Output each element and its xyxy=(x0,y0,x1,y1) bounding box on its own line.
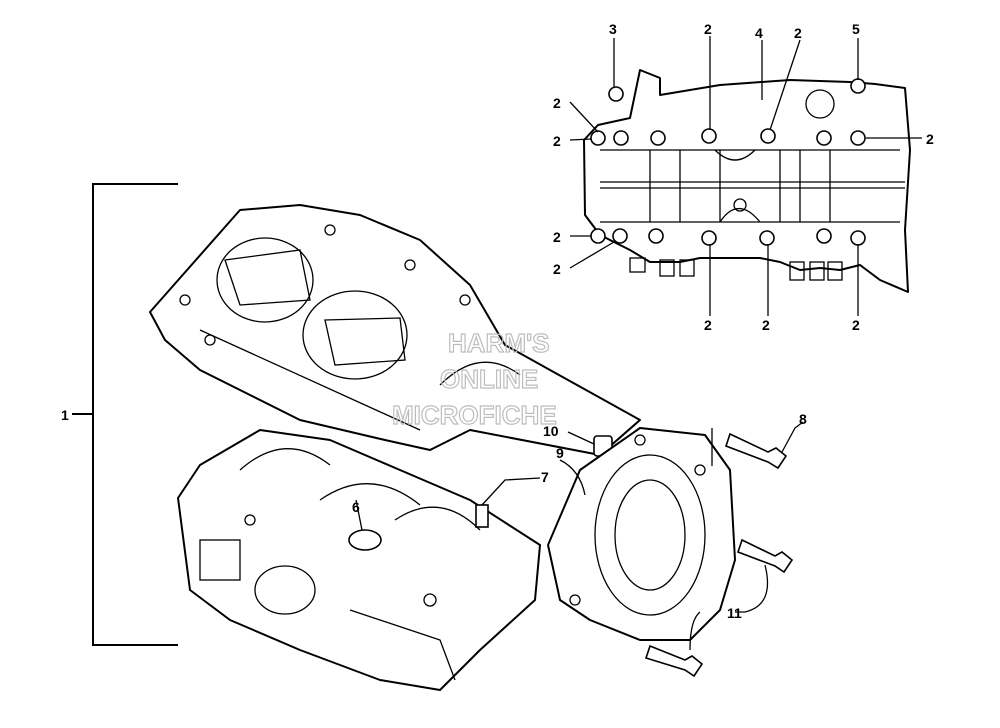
part-6-dowel xyxy=(348,499,382,551)
callout-4: 4 xyxy=(755,25,763,41)
watermark-line-2: ONLINE xyxy=(440,364,538,394)
callout-2-top-a: 2 xyxy=(704,21,712,37)
watermark-line-3: MICROFICHE xyxy=(392,400,557,430)
assembly-bracket xyxy=(72,183,178,646)
part-11-bolt-lower xyxy=(644,644,704,678)
callout-1: 1 xyxy=(61,407,69,423)
part-7-fitting xyxy=(475,477,541,528)
watermark-line-1: HARM'S xyxy=(448,328,550,358)
callout-2-right: 2 xyxy=(926,131,934,147)
callout-2-left-c: 2 xyxy=(553,229,561,245)
callout-11-leader xyxy=(689,564,769,651)
callout-11: 11 xyxy=(727,605,742,621)
callout-2-bottom-a: 2 xyxy=(704,317,712,333)
inset-bolt-pattern xyxy=(569,36,922,316)
callout-2-left-d: 2 xyxy=(553,261,561,277)
callout-2-left-b: 2 xyxy=(553,133,561,149)
callout-9: 9 xyxy=(556,445,564,461)
part-8-bolt xyxy=(711,421,804,470)
callout-2-top-b: 2 xyxy=(794,25,802,41)
callouts: 1 3 2 4 2 5 2 2 2 2 2 2 2 2 6 7 8 9 10 1… xyxy=(61,21,934,621)
callout-5: 5 xyxy=(852,21,860,37)
callout-10: 10 xyxy=(543,423,559,439)
callout-2-bottom-c: 2 xyxy=(852,317,860,333)
watermark: HARM'S ONLINE MICROFICHE xyxy=(391,327,557,430)
callout-3: 3 xyxy=(609,21,617,37)
part-9-housing xyxy=(547,427,736,641)
callout-6: 6 xyxy=(352,499,360,515)
callout-2-bottom-b: 2 xyxy=(762,317,770,333)
upper-crankcase xyxy=(149,204,641,456)
lower-crankcase xyxy=(177,429,541,691)
callout-2-left-a: 2 xyxy=(553,95,561,111)
callout-8: 8 xyxy=(799,411,807,427)
part-11-bolt-upper xyxy=(736,538,794,574)
callout-7: 7 xyxy=(541,469,549,485)
